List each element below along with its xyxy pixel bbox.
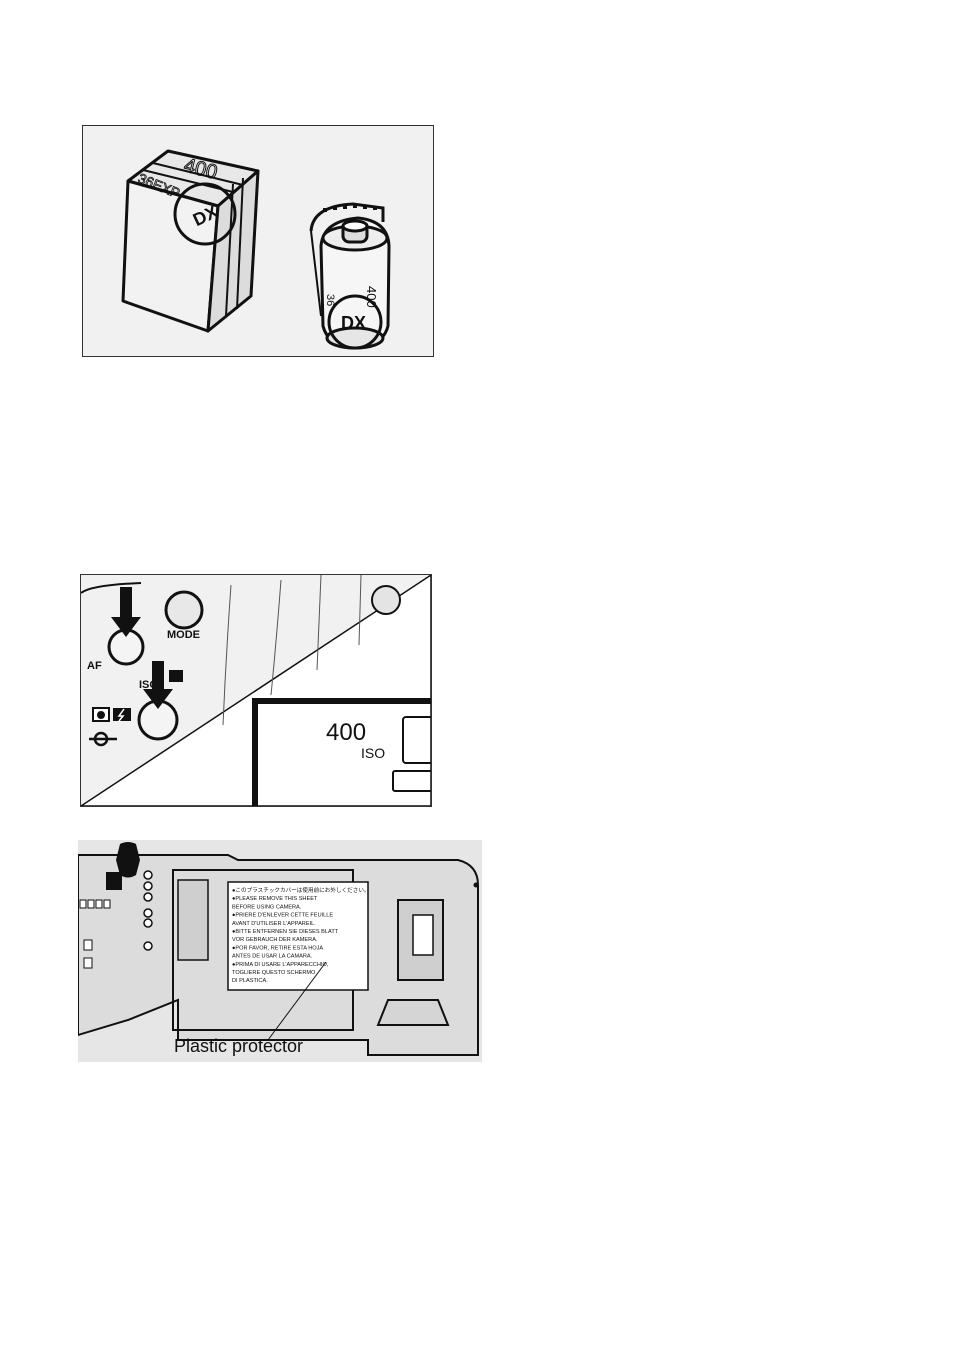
protector-sheet-line: VOR GEBRAUCH DER KAMERA. [232, 937, 318, 943]
figure-iso-setting: MODE AF ISO 400 ISO [80, 574, 432, 807]
cartridge-dx-circle [327, 294, 383, 350]
protector-sheet-line: ●PRIERE D'ENLEVER CETTE FEUILLE [232, 913, 333, 919]
mode-button[interactable] [164, 590, 204, 630]
af-label: AF [87, 660, 102, 672]
lcd-unit: ISO [361, 745, 385, 761]
mode-label: MODE [167, 629, 200, 641]
film-cartridge [309, 202, 391, 350]
protector-sheet-line: AVANT D'UTILISER L'APPAREIL. [232, 921, 316, 927]
protector-sheet-line: ●このプラスチックカバーは使用前にお外しください。 [232, 886, 370, 894]
plastic-protector-caption: Plastic protector [174, 1036, 303, 1056]
protector-sheet-line: DI PLASTICA. [232, 978, 268, 984]
caption-leader-line [267, 961, 327, 1041]
film-perforations [323, 204, 377, 212]
protector-sheet-line: BEFORE USING CAMERA. [232, 904, 302, 910]
protector-sheet-line: TOGLIERE QUESTO SCHERMO [232, 970, 316, 976]
figure-film-box-and-cartridge: 400 36EXP DX 400 36 DX [82, 125, 434, 357]
down-arrow-icon [111, 587, 141, 637]
film-illustration: 400 36EXP DX 400 36 DX [121, 149, 391, 350]
cartridge-number: 400 [364, 286, 379, 308]
plastic-protector-sheet: ●このプラスチックカバーは使用前にお外しください。 ●PLEASE REMOVE … [227, 881, 370, 991]
cartridge-exposures: 36 [324, 294, 336, 306]
camera-top-illustration: MODE AF ISO 400 ISO [81, 575, 431, 806]
figure-camera-back-open: ●このプラスチックカバーは使用前にお外しください。 ●PLEASE REMOVE … [78, 840, 482, 1062]
camera-back-illustration: ●このプラスチックカバーは使用前にお外しください。 ●PLEASE REMOVE … [78, 840, 482, 1062]
protector-sheet-line: ●BITTE ENTFERNEN SIE DIESES BLATT [232, 929, 339, 935]
lcd-value: 400 [326, 719, 366, 746]
contact-pins [143, 870, 153, 951]
protector-sheet-line: ●PRIMA DI USARE L'APPARECCHIO, [232, 962, 329, 968]
down-arrow-icon [143, 661, 173, 709]
lcd-panel: 400 ISO [252, 698, 431, 806]
protector-sheet-line: ANTES DE USAR LA CAMARA. [232, 954, 313, 960]
box-dx-circle [173, 182, 237, 246]
protector-sheet-line: ●POR FAVOR, RETIRE ESTA HOJA [232, 945, 323, 951]
flash-icon [113, 708, 131, 721]
cartridge-dx-mark: DX [341, 313, 366, 333]
protector-sheet-line: ●PLEASE REMOVE THIS SHEET [232, 896, 318, 902]
